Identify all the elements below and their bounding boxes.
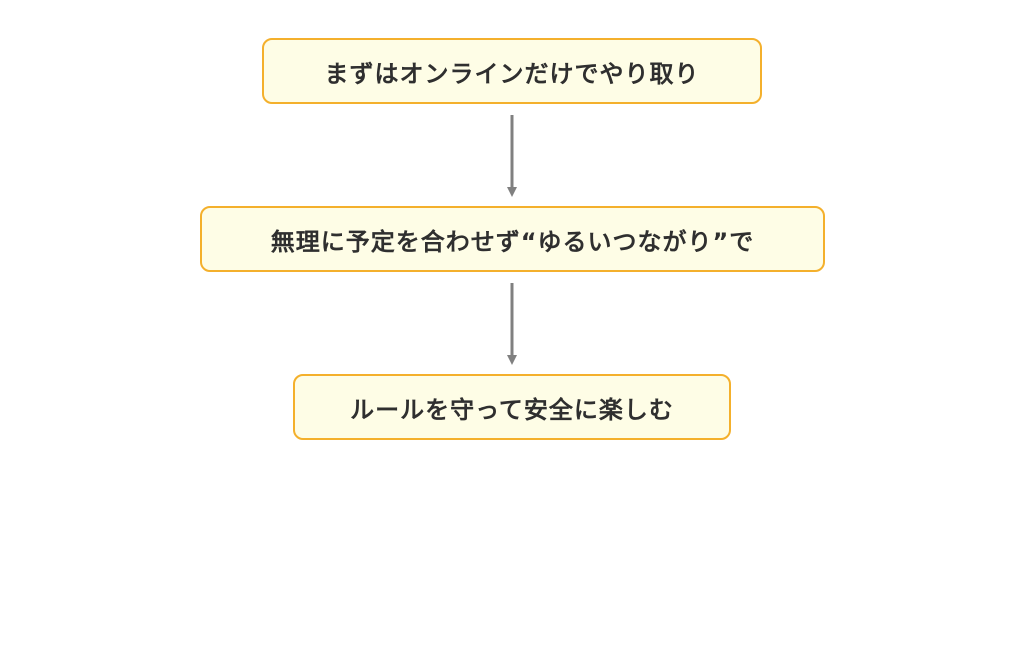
flow-step-2: 無理に予定を合わせず“ゆるいつながり”で [200,206,825,272]
flow-step-1: まずはオンラインだけでやり取り [262,38,762,104]
flow-step-1-label: まずはオンラインだけでやり取り [324,59,700,88]
flow-step-3: ルールを守って安全に楽しむ [293,374,731,440]
flow-step-3-label: ルールを守って安全に楽しむ [350,395,674,424]
flow-step-2-label: 無理に予定を合わせず“ゆるいつながり”で [270,227,755,256]
